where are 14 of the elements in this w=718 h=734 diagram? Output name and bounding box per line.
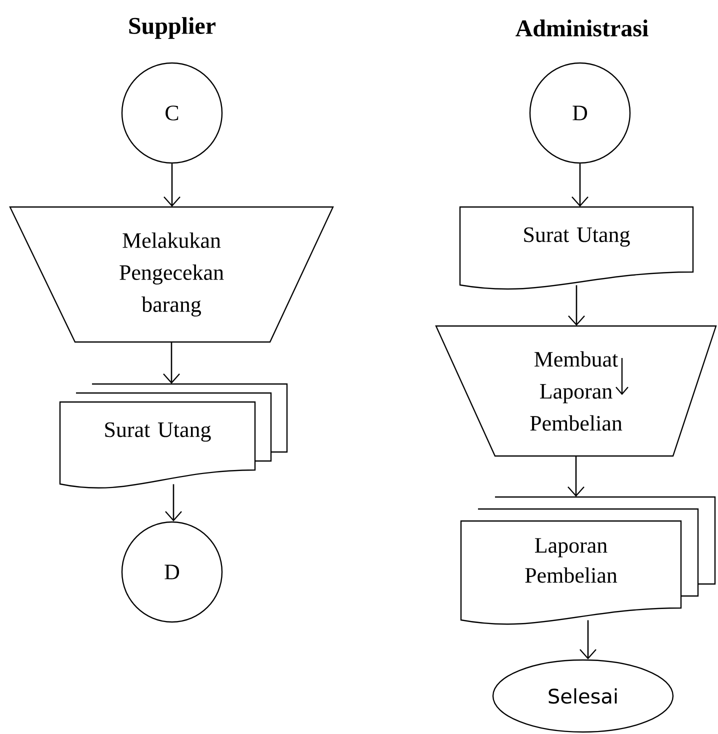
column-heading: Administrasi [516,20,648,36]
arrow [164,164,180,207]
column-heading: Supplier [129,17,216,39]
arrow [580,620,596,660]
document-box: Surat Utang [459,206,694,290]
arrow [568,456,584,497]
arrow [165,484,182,522]
arrow [163,342,180,384]
multi-document-box: Laporan Pembelian [460,496,716,625]
multi-document-box: Surat Utang [59,383,288,488]
arrow [572,164,588,207]
manual-operation-box: Melakukan Pengecekan barang [9,206,334,343]
manual-operation-box: Membuat Laporan Pembelian [435,325,717,457]
arrow [568,285,585,326]
